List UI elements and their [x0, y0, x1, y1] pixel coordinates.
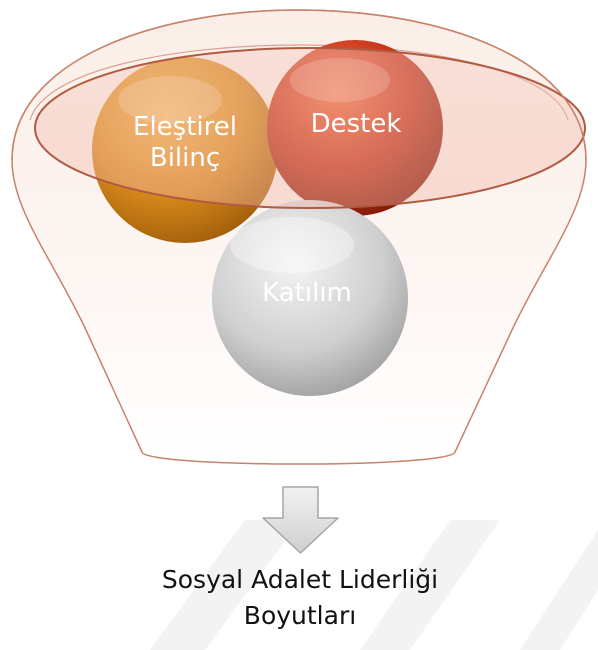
circle-label-line: Eleştirel	[133, 112, 237, 142]
circle-label-katilim: Katılım	[212, 278, 402, 309]
circle-label-elestirel-bilinc: Eleştirel Bilinç	[100, 112, 270, 173]
diagram-caption: Sosyal Adalet Liderliği Boyutları	[60, 562, 540, 633]
circle-label-line: Katılım	[262, 278, 352, 308]
circle-katilim	[212, 200, 408, 396]
caption-line: Boyutları	[243, 600, 357, 630]
funnel-rim	[34, 47, 586, 209]
circle-label-line: Destek	[310, 109, 402, 139]
circle-label-line: Bilinç	[149, 142, 221, 173]
caption-line: Sosyal Adalet Liderliği	[161, 565, 439, 594]
down-arrow-icon	[262, 486, 339, 554]
circle-label-destek: Destek	[276, 109, 436, 140]
